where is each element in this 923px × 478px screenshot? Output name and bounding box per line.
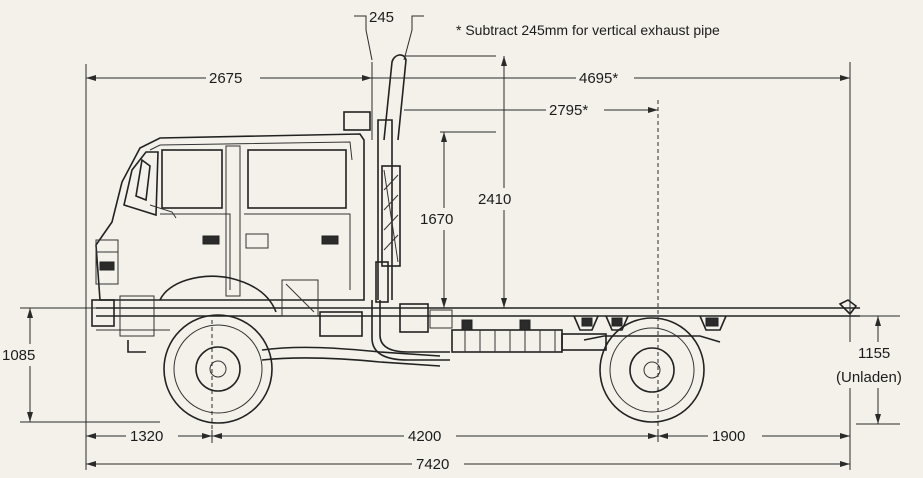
underbody-components: [261, 279, 453, 367]
dim-exhaust-width-label: 245: [369, 9, 394, 26]
dim-2795-label: 2795*: [549, 102, 588, 119]
dim-exhaust-width: 245: [354, 8, 424, 61]
dim-rear-frame-height: 1155 (Unladen): [834, 316, 922, 424]
dim-exhaust-to-rear: 4695*: [372, 68, 850, 88]
dim-2675-label: 2675: [209, 70, 242, 87]
dimension-lines: 245 * Subtract 245mm for vertical exhaus…: [0, 8, 922, 474]
cab: [91, 133, 365, 353]
dim-overall-height: 2410: [474, 56, 524, 308]
dim-1155-label: 1155: [858, 345, 890, 362]
rear-wheel: [583, 317, 721, 423]
dim-7420-label: 7420: [416, 456, 449, 473]
truck-illustration: [91, 54, 860, 424]
exhaust-stack: [343, 54, 407, 303]
rear-suspension: [573, 299, 858, 331]
dim-cab-height: 1670: [418, 132, 468, 308]
dim-4695-label: 4695*: [579, 70, 618, 87]
dim-overall-length: 7420: [86, 454, 850, 474]
driveshaft: [451, 319, 607, 353]
dim-1085-label: 1085: [2, 347, 35, 364]
dim-1320-label: 1320: [130, 428, 163, 445]
dim-cab-front-to-exhaust: 2675: [86, 68, 372, 88]
dim-wheelbase-row: 1320 4200 1900: [86, 426, 850, 446]
exhaust-note: * Subtract 245mm for vertical exhaust pi…: [456, 22, 720, 38]
dim-exhaust-to-rear-axle: 2795*: [404, 100, 658, 120]
front-wheel: [159, 275, 277, 424]
dim-front-frame-height: 1085: [0, 308, 46, 422]
dim-1900-label: 1900: [712, 428, 745, 445]
dim-4200-label: 4200: [408, 428, 441, 445]
dim-1670-label: 1670: [420, 211, 453, 228]
dim-1155-note: (Unladen): [836, 369, 902, 386]
dim-2410-label: 2410: [478, 191, 511, 208]
chassis-frame: [96, 307, 860, 331]
